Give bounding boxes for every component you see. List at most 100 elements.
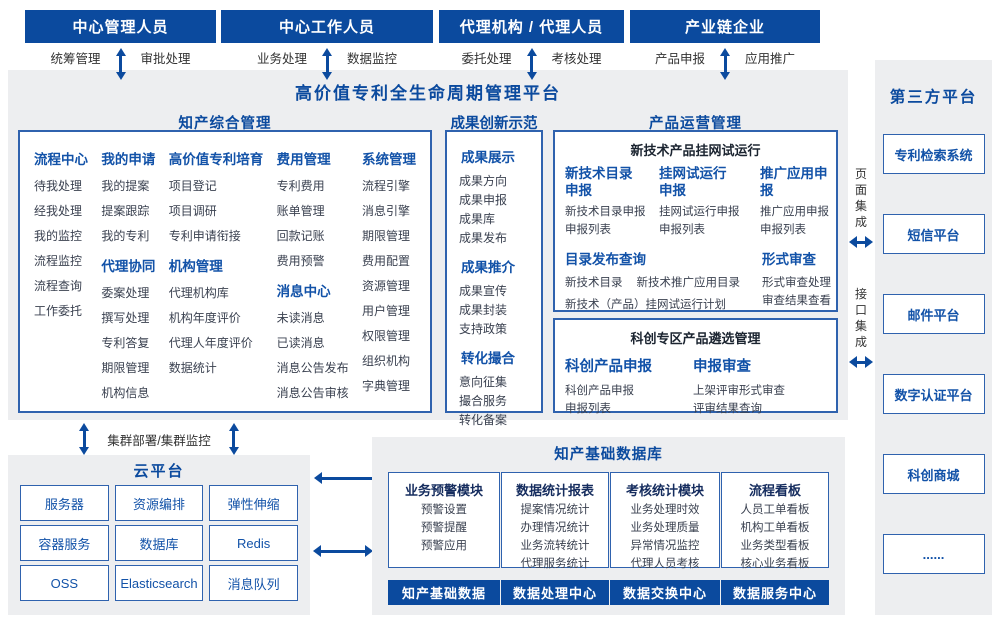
menu-item: 成果申报 xyxy=(459,193,508,207)
data-module-box: 数据统计报表 提案情况统计办理情况统计业务流转统计代理服务统计 xyxy=(501,472,609,570)
menu-group-header: 成果展示 xyxy=(461,150,515,165)
menu-item: 成果方向 xyxy=(459,174,508,188)
menu-item: 权限管理 xyxy=(361,329,410,343)
menu-item: 申报列表 xyxy=(659,224,705,236)
actor-title: 中心工作人员 xyxy=(221,10,433,43)
menu-item: 支持政策 xyxy=(459,322,508,336)
menu-item: 撰写处理 xyxy=(101,311,150,325)
menu-item: 审查结果查看 xyxy=(762,295,831,307)
menu-column: 系统管理 流程引擎消息引擎期限管理费用配置资源管理用户管理权限管理组织机构字典管… xyxy=(362,148,416,411)
menu-item: 流程引擎 xyxy=(361,179,410,193)
cloud-title: 云平台 xyxy=(133,463,185,480)
menu-group-header: 成果推介 xyxy=(461,260,515,275)
updown-arrow-icon xyxy=(526,48,537,80)
menu-item: 流程监控 xyxy=(34,254,83,268)
vertical-label-interface-integration: 接口集成 xyxy=(854,287,867,349)
platform-panel: 高价值专利全生命周期管理平台 知产综合管理 流程中心 待我处理经我处理我的监控流… xyxy=(8,70,848,427)
menu-column: 目录发布查询 新技术目录新技术推广应用目录 新技术（产品）挂网试运行计划 xyxy=(565,248,762,313)
menu-item: 成果库 xyxy=(459,212,496,226)
data-center-bar: 数据交换中心 xyxy=(610,580,720,605)
data-platform-title: 知产基础数据库 xyxy=(554,447,663,463)
menu-item: 经我处理 xyxy=(34,204,83,218)
data-module: 流程看板 人员工单看板机构工单看板业务类型看板核心业务看板 数据服务中心 xyxy=(721,472,829,605)
menu-column: 科创产品申报 科创产品申报申报列表 xyxy=(565,355,693,421)
module-header: 考核统计模块 xyxy=(625,483,704,498)
module-header: 业务预警模块 xyxy=(404,483,483,498)
menu-item: 成果封装 xyxy=(459,303,508,317)
menu-item: 形式审查处理 xyxy=(762,277,831,289)
menu-item: 申报列表 xyxy=(565,224,611,236)
menu-group-header: 代理协同 xyxy=(101,259,156,274)
menu-group-header: 科创产品申报 xyxy=(565,359,652,375)
actor-role-label: 考核处理 xyxy=(551,52,602,66)
menu-item: 成果宣传 xyxy=(459,284,508,298)
third-party-box: 数字认证平台 xyxy=(882,374,985,414)
menu-item: 我的提案 xyxy=(101,179,150,193)
menu-item: 委案处理 xyxy=(101,286,150,300)
third-party-box: 科创商城 xyxy=(882,454,985,494)
menu-item: 意向征集 xyxy=(459,375,508,389)
integration-interface: 接口集成 xyxy=(849,286,873,368)
menu-item: 我的监控 xyxy=(34,229,83,243)
module-item: 业务类型看板 xyxy=(740,540,810,552)
menu-item: 消息公告发布 xyxy=(276,361,349,375)
third-party-box: 邮件平台 xyxy=(882,294,985,334)
menu-item: 字典管理 xyxy=(361,379,410,393)
cloud-service-box: Redis xyxy=(209,525,298,561)
updown-arrow-icon xyxy=(720,48,730,80)
subsection-title: 新技术产品挂网试运行 xyxy=(630,143,761,158)
menu-group-header: 目录发布查询 xyxy=(565,252,646,267)
cloud-service-box: Elasticsearch xyxy=(114,565,204,601)
menu-item: 机构年度评价 xyxy=(168,311,241,325)
actor-role-label: 统筹管理 xyxy=(50,52,101,66)
cloud-service-box: 消息队列 xyxy=(209,565,298,601)
actor-role-label: 审批处理 xyxy=(140,52,191,66)
menu-item: 费用配置 xyxy=(361,254,410,268)
actor-title: 中心管理人员 xyxy=(25,10,216,43)
module-item: 预警设置 xyxy=(421,504,467,516)
menu-group-header: 高价值专利培育 xyxy=(168,152,264,167)
menu-item: 回款记账 xyxy=(276,229,325,243)
module-item: 业务流转统计 xyxy=(520,540,590,552)
menu-item: 申报列表 xyxy=(760,224,806,236)
module-item: 业务处理质量 xyxy=(630,522,700,534)
menu-column: 推广应用申报 推广应用申报申报列表 xyxy=(760,165,832,242)
module-item: 异常情况监控 xyxy=(630,540,700,552)
cloud-service-box: 资源编排 xyxy=(114,485,204,521)
menu-column: 新技术目录 申报 新技术目录申报申报列表 xyxy=(565,165,659,242)
cloud-service-box: 数据库 xyxy=(114,525,204,561)
menu-item: 消息公告审核 xyxy=(276,386,349,400)
menu-item: 消息引擎 xyxy=(361,204,410,218)
menu-group-header: 挂网试运行 申报 xyxy=(659,166,727,198)
data-center-bar: 数据服务中心 xyxy=(721,580,829,605)
menu-item: 成果发布 xyxy=(459,231,508,245)
menu-item: 资源管理 xyxy=(361,279,410,293)
module-item: 办理情况统计 xyxy=(520,522,590,534)
data-module-box: 考核统计模块 业务处理时效业务处理质量异常情况监控代理人员考核 xyxy=(610,472,720,570)
section-title-ip-mgmt: 知产综合管理 xyxy=(178,116,272,132)
section-ip-mgmt: 流程中心 待我处理经我处理我的监控流程监控流程查询工作委托 我的申请 我的提案提… xyxy=(18,130,432,413)
data-center-bar: 数据处理中心 xyxy=(501,580,609,605)
menu-item: 转化备案 xyxy=(459,413,508,427)
menu-column: 我的申请 我的提案提案跟踪我的专利 代理协同 委案处理撰写处理专利答复期限管理机… xyxy=(101,148,155,411)
cluster-link: 集群部署/集群监控 xyxy=(8,423,310,455)
menu-column: 申报审查 上架评审形式审查评审结果查询 xyxy=(693,355,836,421)
actor-card-enterprises: 产业链企业 产品申报 应用推广 xyxy=(630,10,820,80)
data-module: 业务预警模块 预警设置预警提醒预警应用 知产基础数据 xyxy=(388,472,500,605)
menu-item: 我的专利 xyxy=(101,229,150,243)
actor-card-center-managers: 中心管理人员 统筹管理 审批处理 xyxy=(25,10,216,80)
menu-group-header: 费用管理 xyxy=(276,152,331,167)
actor-card-agencies: 代理机构 / 代理人员 委托处理 考核处理 xyxy=(439,10,624,80)
menu-item: 推广应用申报 xyxy=(760,206,829,218)
section-product-selection: 科创专区产品遴选管理 科创产品申报 科创产品申报申报列表 申报审查 上架评审形式… xyxy=(553,318,838,415)
actor-role-label: 产品申报 xyxy=(654,52,705,66)
menu-group-header: 新技术目录 申报 xyxy=(565,166,633,198)
module-header: 数据统计报表 xyxy=(515,483,594,498)
module-item: 机构工单看板 xyxy=(740,522,810,534)
menu-item: 组织机构 xyxy=(361,354,410,368)
updown-arrow-icon xyxy=(228,423,239,455)
actor-role-label: 业务处理 xyxy=(256,52,307,66)
menu-item: 新技术目录 xyxy=(565,277,623,289)
menu-item: 新技术目录申报 xyxy=(565,206,646,218)
